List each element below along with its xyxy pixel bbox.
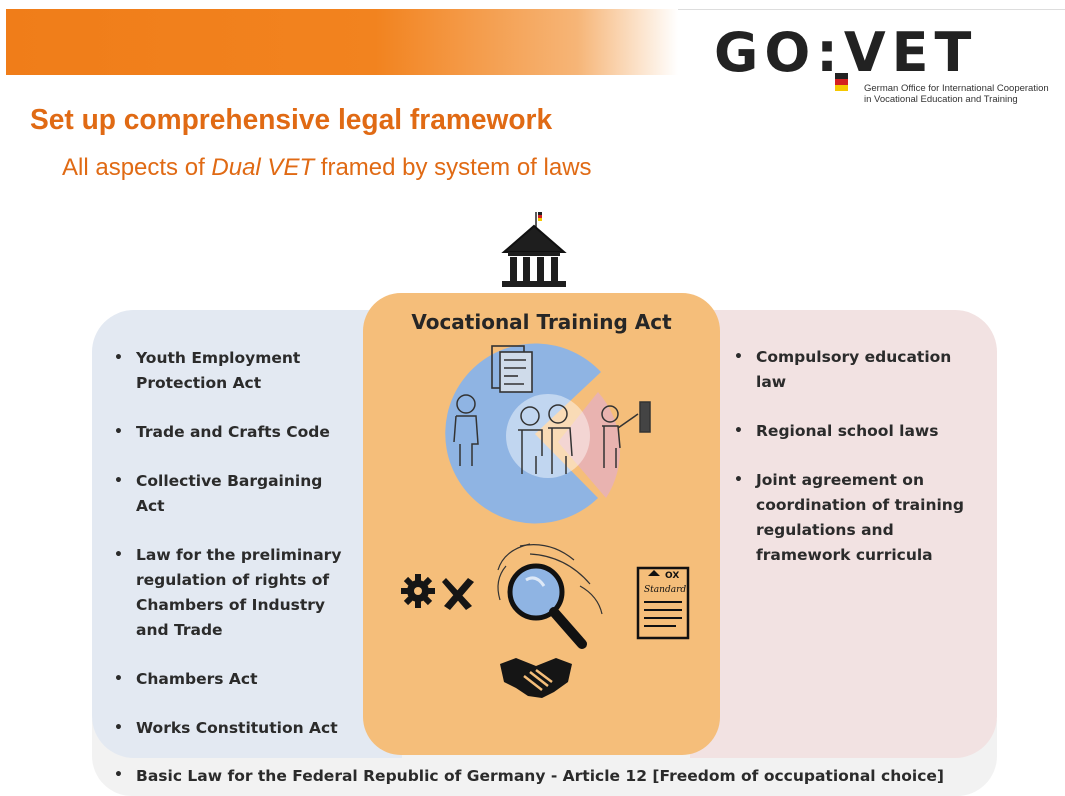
govet-logo: GO:VET [714, 21, 978, 84]
logo-tagline: German Office for International Cooperat… [864, 83, 1049, 105]
header-orange-bar [6, 9, 678, 75]
tools-icon [401, 574, 474, 610]
basic-law-item: Basic Law for the Federal Republic of Ge… [114, 767, 1036, 785]
document-icon [491, 345, 533, 393]
list-item: Joint agreement on coordination of train… [734, 468, 974, 568]
german-flag-icon [835, 73, 848, 91]
list-item: Chambers Act [114, 667, 344, 692]
people-icon [518, 404, 573, 474]
slide-title: Set up comprehensive legal framework [30, 104, 553, 136]
list-item: Law for the preliminary regulation of ri… [114, 543, 344, 643]
school-laws-list: Compulsory education law Regional school… [734, 345, 974, 592]
slide-subtitle: All aspects of Dual VET framed by system… [62, 154, 592, 181]
list-item: Compulsory education law [734, 345, 974, 395]
header-divider [678, 9, 1065, 10]
magnifier-icon [497, 543, 603, 649]
svg-text:Standard: Standard [644, 585, 686, 595]
list-item: Regional school laws [734, 419, 974, 444]
list-item: Works Constitution Act [114, 716, 344, 741]
handshake-icon [500, 658, 572, 698]
standard-document-icon: OX Standard [636, 566, 690, 640]
list-item: Youth Employment Protection Act [114, 346, 344, 396]
list-item: Collective Bargaining Act [114, 469, 344, 519]
list-item: Trade and Crafts Code [114, 420, 344, 445]
trainee-figure-icon [453, 394, 479, 466]
svg-text:OX: OX [665, 571, 679, 581]
building-icon [501, 212, 567, 287]
center-title: Vocational Training Act [411, 310, 672, 334]
teacher-icon [601, 401, 651, 468]
employment-laws-list: Youth Employment Protection Act Trade an… [114, 346, 344, 765]
dual-vet-diagram [445, 343, 651, 524]
